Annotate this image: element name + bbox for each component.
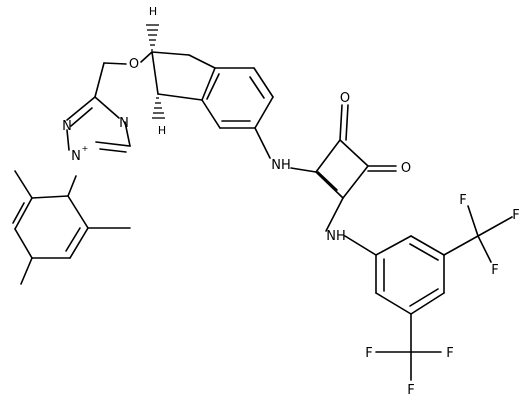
atom-nh-right: NH — [326, 229, 346, 244]
atom-f-6: F — [446, 346, 453, 361]
hash-bond-bottom — [152, 97, 165, 119]
atom-nh-left: NH — [271, 158, 291, 173]
atom-n-b: N — [62, 119, 72, 134]
atom-labels: O H H N N N + NH NH O O F F F F F F — [62, 5, 520, 398]
atom-f-3: F — [491, 263, 498, 278]
atom-f-5: F — [407, 383, 414, 398]
atom-h-bottom: H — [158, 124, 166, 137]
atom-f-4: F — [365, 346, 372, 361]
atom-f-1: F — [459, 193, 466, 208]
atom-o-ring: O — [129, 57, 139, 72]
atom-n-a: N — [119, 116, 129, 131]
atom-o-right: O — [401, 161, 411, 176]
atom-h-top: H — [149, 5, 157, 18]
charge-plus: + — [82, 144, 89, 153]
atom-n-plus: N — [71, 149, 81, 164]
bond-lines — [12, 51, 513, 381]
atom-f-2: F — [512, 208, 519, 223]
hash-bond-top — [146, 24, 159, 51]
atom-o-top: O — [340, 91, 350, 106]
